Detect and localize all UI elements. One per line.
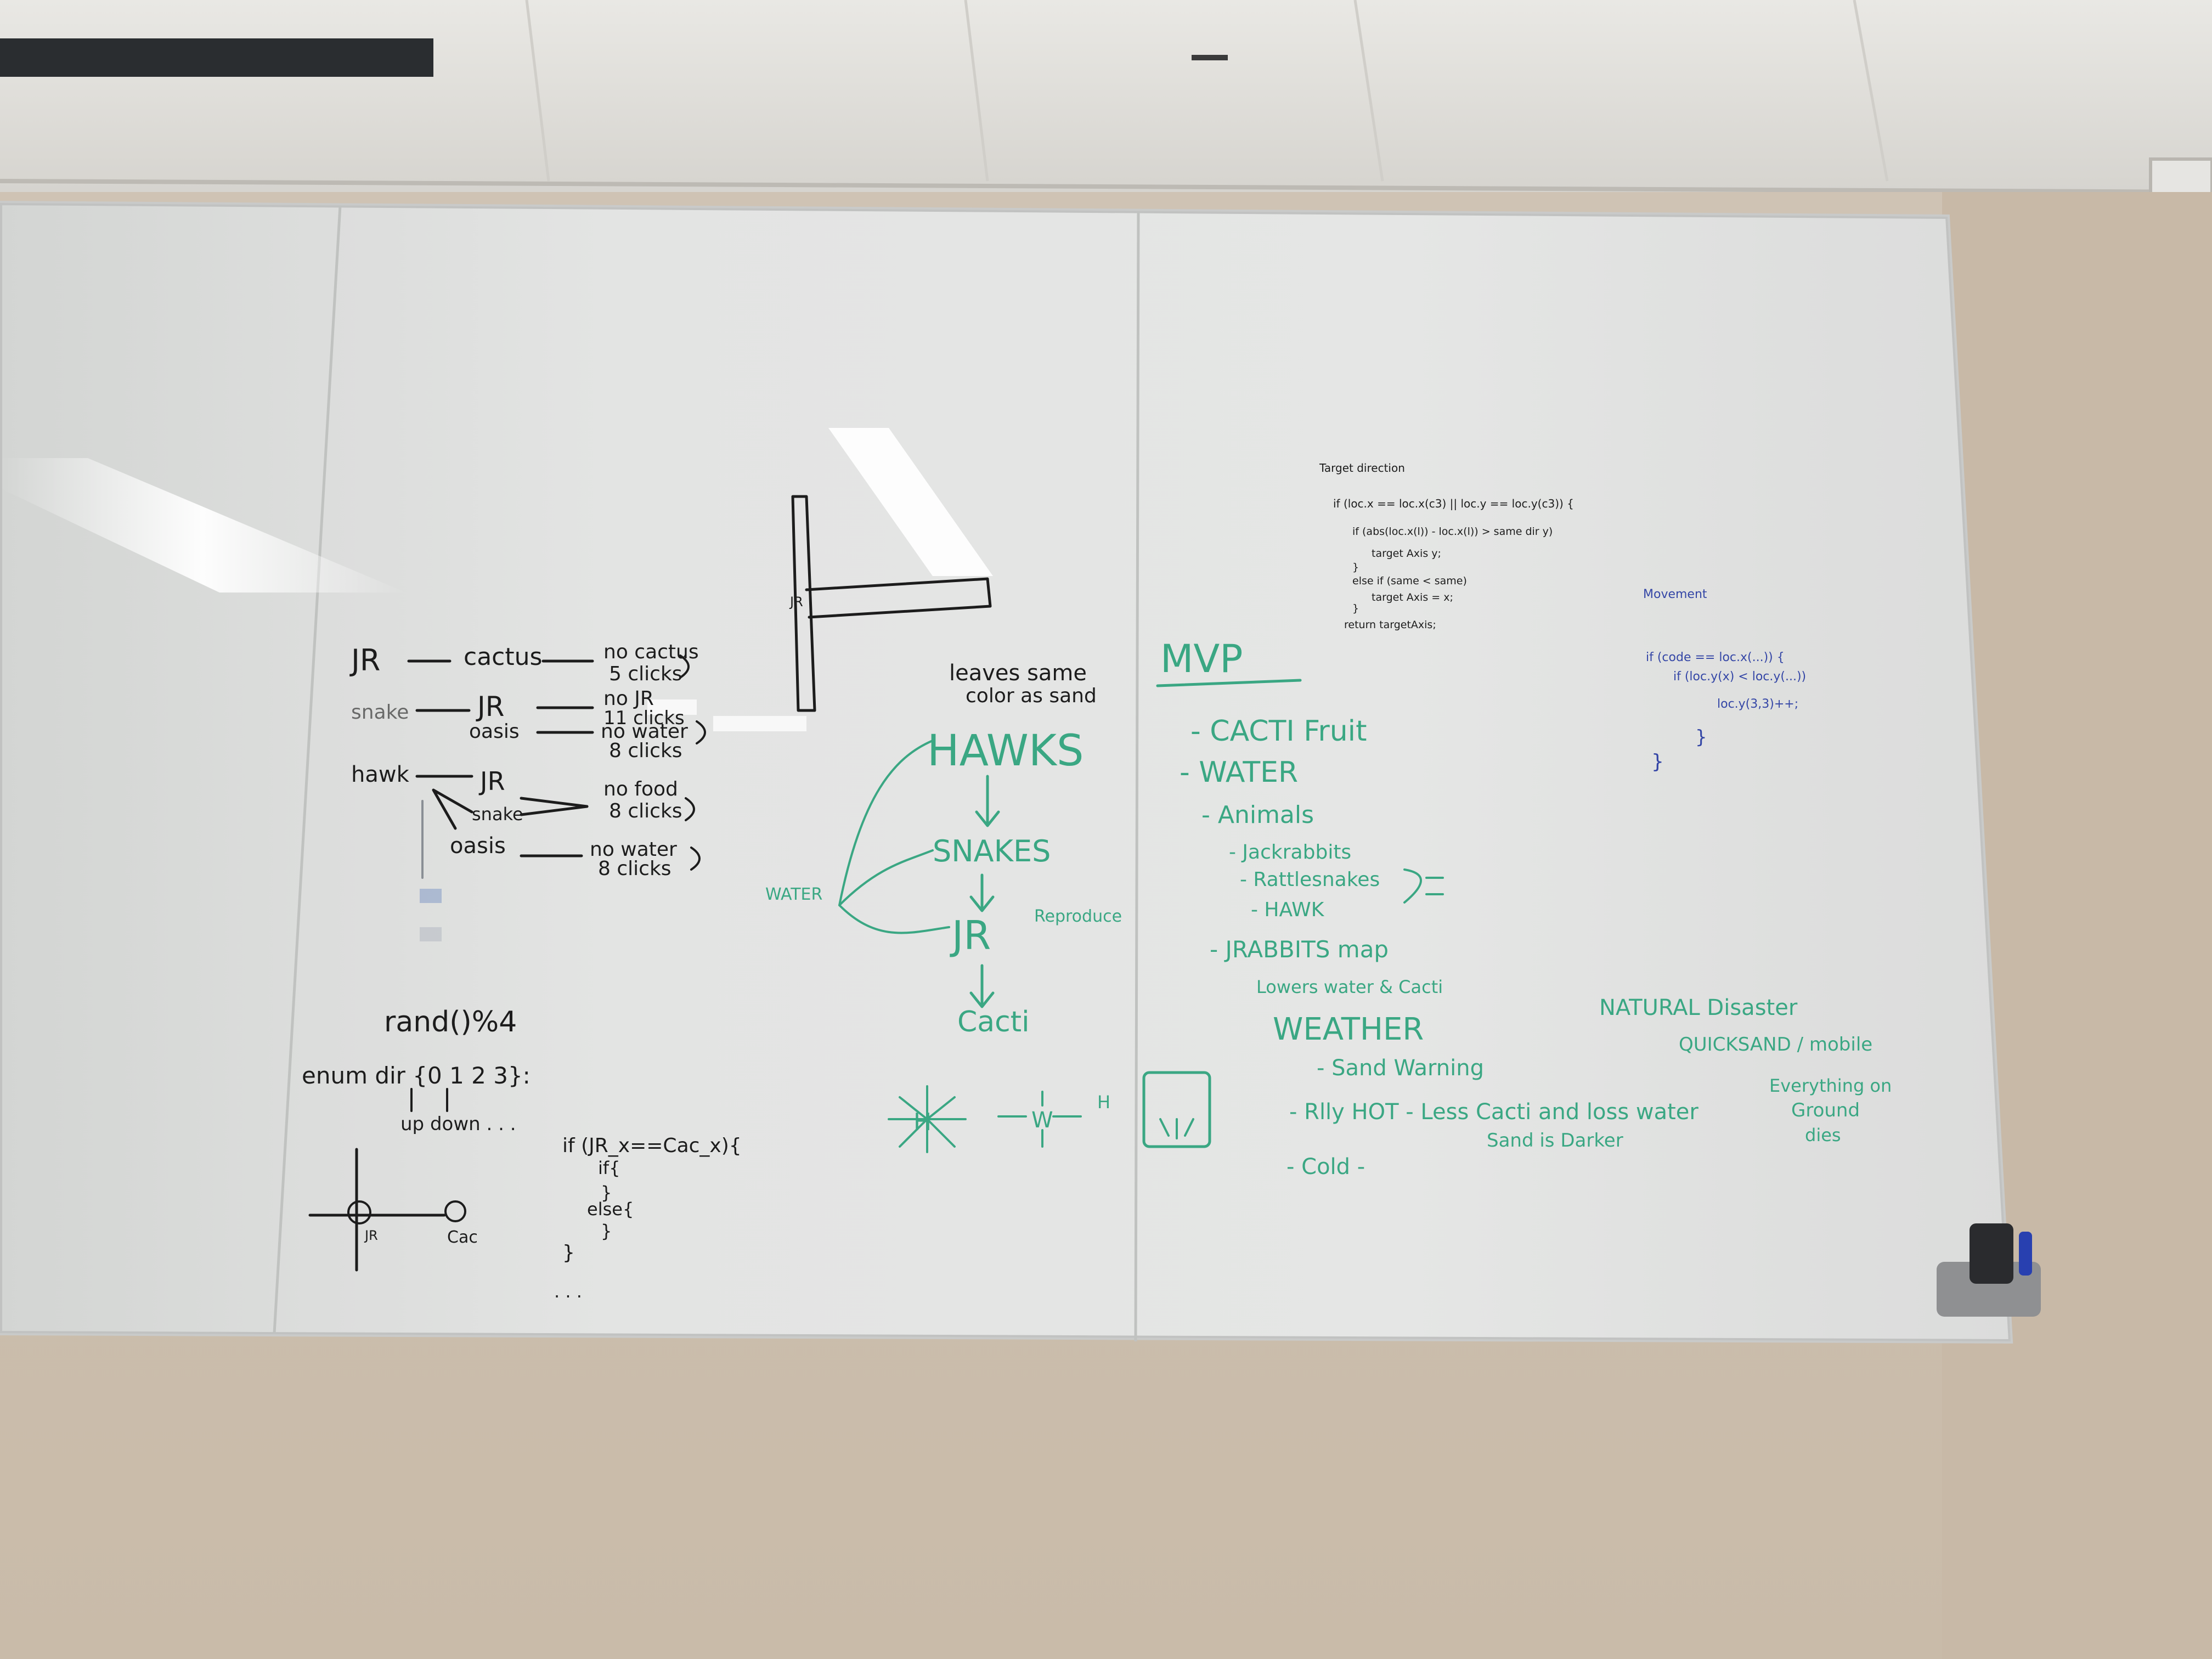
mvp-item-4: - Jackrabbits — [1229, 841, 1351, 864]
movement-line-5: } — [1651, 751, 1664, 773]
note-8-clicks-3: 8 clicks — [598, 857, 672, 880]
green-natural-disaster: NATURAL Disaster QUICKSAND / mobile Ever… — [1599, 995, 1892, 1146]
movement-title: Movement — [1643, 588, 1707, 601]
movement-line-4: } — [1695, 726, 1707, 748]
mvp-item-6: - HAWK — [1251, 899, 1325, 921]
black-rand-block: rand()%4 enum dir {0 1 2 3}: up down . .… — [302, 1006, 742, 1302]
natural-line-5: dies — [1805, 1125, 1841, 1146]
mvp-title: MVP — [1160, 636, 1243, 681]
green-mvp-list: MVP - CACTI Fruit - WATER - Animals - Ja… — [1156, 636, 1699, 1180]
blue-movement-code: Movement if (code == loc.x(...)) { if (l… — [1643, 588, 1806, 773]
mvp-item-3: - Animals — [1201, 801, 1314, 829]
code-line-4: else{ — [587, 1199, 634, 1220]
black-t-sketch: JR — [789, 495, 992, 712]
natural-line-1: NATURAL Disaster — [1599, 995, 1798, 1020]
black-leaves-note: leaves same color as sand — [949, 661, 1097, 707]
mvp-item-12: Sand is Darker — [1487, 1130, 1623, 1152]
note-rand: rand()%4 — [384, 1006, 517, 1039]
natural-line-2: QUICKSAND / mobile — [1679, 1034, 1872, 1056]
t-sketch-label: JR — [789, 594, 803, 610]
code-line-2: if{ — [598, 1158, 620, 1178]
note-5-clicks: 5 clicks — [609, 663, 682, 685]
code-line-7: . . . — [554, 1281, 582, 1302]
note-8-clicks: 8 clicks — [609, 740, 682, 762]
natural-line-3: Everything on — [1769, 1075, 1892, 1096]
icon-h-2: H — [1097, 1092, 1110, 1113]
note-snake-2: snake — [472, 804, 523, 825]
blue-marker — [2019, 1232, 2032, 1276]
panel-seam-right — [1134, 211, 1140, 1342]
target-direction-code: Target direction if (loc.x == loc.x(c3) … — [1319, 461, 1574, 631]
chain-water: WATER — [765, 885, 822, 904]
note-no-water: no water — [601, 720, 688, 743]
target-line-7: } — [1352, 602, 1359, 614]
target-line-4: } — [1352, 561, 1359, 573]
note-jr-2: JR — [476, 691, 505, 723]
target-line-8: return targetAxis; — [1344, 619, 1436, 631]
mvp-item-9: WEATHER — [1273, 1012, 1424, 1047]
chain-snakes: SNAKES — [933, 834, 1051, 868]
mvp-item-11: - Rlly HOT - Less Cacti and loss water — [1289, 1099, 1699, 1125]
chain-jr: JR — [950, 912, 991, 958]
icon-w: W — [1031, 1108, 1053, 1133]
movement-line-1: if (code == loc.x(...)) { — [1646, 651, 1785, 664]
note-11-clicks: 11 clicks — [603, 707, 685, 729]
note-snake: snake — [351, 701, 409, 724]
note-cactus: cactus — [464, 643, 542, 671]
target-line-1: if (loc.x == loc.x(c3) || loc.y == loc.y… — [1333, 497, 1574, 510]
note-oasis-2: oasis — [450, 833, 506, 859]
note-jr: JR — [349, 643, 380, 678]
green-movement-icons: H W H — [888, 1071, 1211, 1153]
ceiling-sensor — [1192, 55, 1228, 60]
whiteboard — [0, 200, 2013, 1344]
code-line-5: } — [601, 1221, 612, 1242]
natural-line-4: Ground — [1791, 1099, 1860, 1121]
mvp-item-1: - CACTI Fruit — [1190, 715, 1367, 748]
mvp-item-10: - Sand Warning — [1317, 1056, 1484, 1081]
light-reflection — [0, 458, 406, 592]
note-enum: enum dir {0 1 2 3}: — [302, 1062, 531, 1089]
icon-box — [1142, 1071, 1211, 1148]
note-jr-3: JR — [478, 766, 505, 796]
target-title: Target direction — [1319, 461, 1405, 475]
note-up-down: up down . . . — [400, 1113, 516, 1135]
eraser — [1970, 1223, 2013, 1284]
code-line-1: if (JR_x==Cac_x){ — [562, 1135, 742, 1157]
black-pair-block: JR cactus no cactus 5 clicks snake JR oa… — [349, 641, 706, 941]
note-oasis: oasis — [469, 720, 520, 743]
mvp-item-7: - JRABBITS map — [1210, 936, 1389, 963]
panel-seam-left — [273, 205, 342, 1334]
movement-line-3: loc.y(3,3)++; — [1717, 697, 1798, 711]
chain-cacti: Cacti — [957, 1006, 1030, 1039]
axis-cac-label: Cac — [447, 1228, 478, 1247]
icon-h-1: H — [913, 1108, 932, 1136]
mvp-item-8: Lowers water & Cacti — [1256, 977, 1443, 997]
leaves-line-1: leaves same — [949, 661, 1087, 686]
movement-line-2: if (loc.y(x) < loc.y(...)) — [1673, 670, 1806, 684]
green-food-chain: HAWKS SNAKES JR Cacti WATER Reproduce — [765, 726, 1122, 1039]
mvp-item-2: - WATER — [1180, 756, 1298, 789]
note-no-jr: no JR — [603, 687, 654, 710]
mvp-item-13: - Cold - — [1286, 1154, 1365, 1180]
leaves-line-2: color as sand — [966, 685, 1097, 707]
note-8-clicks-2: 8 clicks — [609, 800, 682, 822]
note-no-cactus: no cactus — [603, 641, 699, 663]
chain-hawks: HAWKS — [927, 726, 1084, 776]
note-no-food: no food — [603, 778, 678, 800]
note-hawk: hawk — [351, 762, 410, 787]
axis-jr-label: JR — [364, 1228, 378, 1243]
chain-reproduce: Reproduce — [1034, 907, 1122, 926]
mvp-item-5: - Rattlesnakes — [1240, 868, 1380, 891]
target-line-2: if (abs(loc.x(l)) - loc.x(l)) > same dir… — [1352, 526, 1553, 538]
code-line-3: } — [601, 1182, 612, 1203]
target-line-5: else if (same < same) — [1352, 575, 1467, 587]
target-line-6: target Axis = x; — [1372, 591, 1453, 603]
code-line-6: } — [562, 1242, 575, 1264]
ceiling — [0, 0, 2212, 192]
target-line-3: target Axis y; — [1372, 548, 1441, 560]
note-no-water-2: no water — [590, 838, 677, 861]
marker-tray — [1937, 1262, 2041, 1317]
ceiling-vent — [0, 38, 433, 77]
